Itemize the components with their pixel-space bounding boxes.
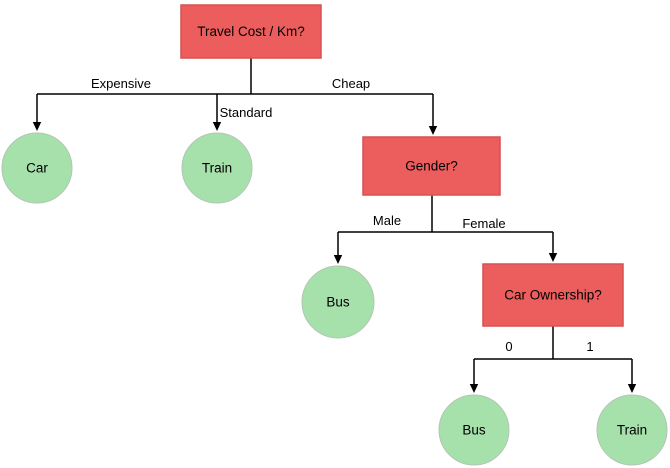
node-label-car: Car (26, 161, 48, 176)
node-train-2: Train (596, 394, 668, 466)
edge-label-expensive: Expensive (91, 76, 151, 91)
arrowhead-to-car-ownership-icon (548, 253, 558, 262)
node-label-train-2: Train (617, 423, 647, 438)
edge-group-level-3 (469, 326, 637, 393)
arrowhead-to-gender-icon (428, 126, 438, 135)
edge-trunk-car-ownership (474, 326, 632, 360)
edge-group-level-2 (333, 195, 558, 264)
arrowhead-to-car-icon (32, 122, 42, 131)
node-label-train: Train (202, 161, 232, 176)
decision-box-gender (362, 136, 501, 196)
arrowhead-to-bus-icon (333, 255, 343, 264)
node-label-travel-cost: Travel Cost / Km? (197, 24, 305, 39)
decision-box-travel-cost (180, 4, 322, 59)
leaf-circle-train (181, 132, 253, 204)
edge-label-female: Female (462, 216, 505, 231)
edge-trunk-gender (338, 195, 553, 233)
arrowhead-to-train-icon (212, 122, 222, 131)
node-label-bus-2: Bus (462, 423, 486, 438)
edge-group-level-1 (32, 58, 438, 135)
node-train: Train (181, 132, 253, 204)
edge-label-zero: 0 (505, 339, 512, 354)
edge-label-male: Male (373, 213, 401, 228)
leaf-circle-bus-2 (438, 394, 510, 466)
node-label-car-ownership: Car Ownership? (504, 288, 602, 303)
leaf-circle-bus (301, 265, 375, 339)
node-car: Car (1, 132, 73, 204)
node-bus-2: Bus (438, 394, 510, 466)
arrowhead-to-bus-2-icon (469, 384, 479, 393)
node-label-bus: Bus (326, 295, 350, 310)
leaf-circle-car (1, 132, 73, 204)
edge-label-standard: Standard (220, 105, 273, 120)
decision-box-car-ownership (482, 263, 624, 327)
node-label-gender: Gender? (405, 159, 458, 174)
edge-trunk-travel-cost (37, 58, 433, 95)
node-bus: Bus (301, 265, 375, 339)
leaf-circle-train-2 (596, 394, 668, 466)
edge-label-one: 1 (586, 339, 593, 354)
node-travel-cost: Travel Cost / Km? (180, 4, 322, 59)
edge-label-cheap: Cheap (332, 76, 370, 91)
arrowhead-to-train-2-icon (627, 384, 637, 393)
node-car-ownership: Car Ownership? (482, 263, 624, 327)
node-gender: Gender? (362, 136, 501, 196)
